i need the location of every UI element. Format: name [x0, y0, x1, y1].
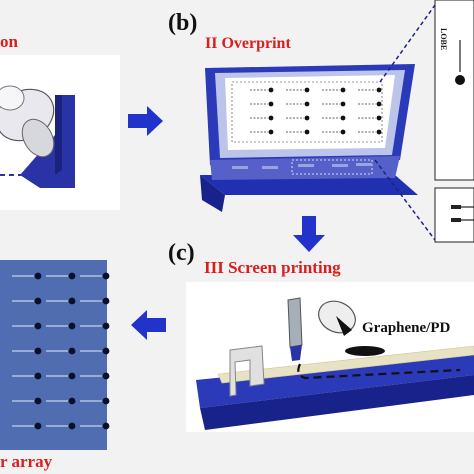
overprint-electrode-dot [268, 129, 274, 135]
overprint-electrode-dot [304, 115, 310, 121]
panel-c-ink-label: Graphene/PD [362, 320, 451, 336]
overprint-electrode-dot [340, 101, 346, 107]
panel-b-letter: (b) [168, 10, 198, 36]
array-electrode-dot [34, 297, 42, 305]
sensor-strip [298, 164, 314, 167]
callout-line-top [379, 4, 436, 83]
panel-b-sensor-strips [232, 163, 372, 169]
array-electrode-dot [68, 297, 76, 305]
panel-b-step-label: II Overprint [205, 35, 291, 52]
callout-bottom-electrode [451, 205, 474, 222]
array-electrode-dot [68, 322, 76, 330]
sensor-strip [356, 163, 372, 166]
arrow-c-to-d [131, 310, 166, 340]
array-electrode-dot [102, 297, 110, 305]
array-electrode-dot [102, 397, 110, 405]
panel-a-printer-head [0, 85, 75, 188]
panel-b-tray [200, 64, 418, 212]
array-electrode-dot [68, 397, 76, 405]
array-electrode-dot [102, 372, 110, 380]
array-electrode-dot [34, 322, 42, 330]
panel-c-letter: (c) [168, 240, 195, 266]
callout-top-electrode [455, 40, 465, 85]
overprint-electrode-dot [376, 87, 382, 93]
callout-line-bottom [374, 159, 436, 241]
panel-c-step-label: III Screen printing [204, 258, 341, 277]
array-electrode-dot [34, 372, 42, 380]
array-electrode-dot [68, 347, 76, 355]
overprint-electrode-dot [340, 115, 346, 121]
overprint-electrode-dot [304, 129, 310, 135]
panel-c-print-bed [196, 297, 474, 430]
callout-top-text: LOBE [439, 28, 448, 51]
overprint-electrode-dot [376, 115, 382, 121]
panel-d-array-photo [0, 260, 107, 450]
overprint-electrode-dot [268, 115, 274, 121]
overprint-electrode-dot [340, 129, 346, 135]
panel-a-step-label: on [0, 32, 18, 51]
arrow-a-to-b [128, 106, 163, 136]
panel-b-callout-box-top [434, 0, 474, 181]
overprint-electrode-dot [304, 87, 310, 93]
array-electrode-dot [102, 272, 110, 280]
overprint-electrode-dot [268, 87, 274, 93]
array-electrode-dot [68, 272, 76, 280]
sensor-strip [332, 164, 348, 167]
panel-b-callout-box-bottom [434, 187, 474, 243]
array-electrode-dot [68, 372, 76, 380]
array-electrode-dot [68, 422, 76, 430]
overprint-electrode-dot [304, 101, 310, 107]
arrow-b-to-c [293, 216, 325, 252]
array-electrode-dot [34, 397, 42, 405]
overprint-electrode-dot [340, 87, 346, 93]
overprint-electrode-dot [268, 101, 274, 107]
array-electrode-dot [34, 272, 42, 280]
sensor-strip [232, 166, 248, 169]
overprint-electrode-dot [376, 129, 382, 135]
panel-b-electrode-grid [250, 87, 382, 135]
array-electrode-dot [102, 347, 110, 355]
array-electrode-dot [34, 422, 42, 430]
panel-d-step-label: r array [0, 452, 53, 471]
array-electrode-dot [102, 322, 110, 330]
overprint-electrode-dot [376, 101, 382, 107]
array-electrode-dot [102, 422, 110, 430]
array-electrode-dot [34, 347, 42, 355]
sensor-strip [262, 166, 278, 169]
panel-d-electrode-rows [12, 272, 110, 430]
